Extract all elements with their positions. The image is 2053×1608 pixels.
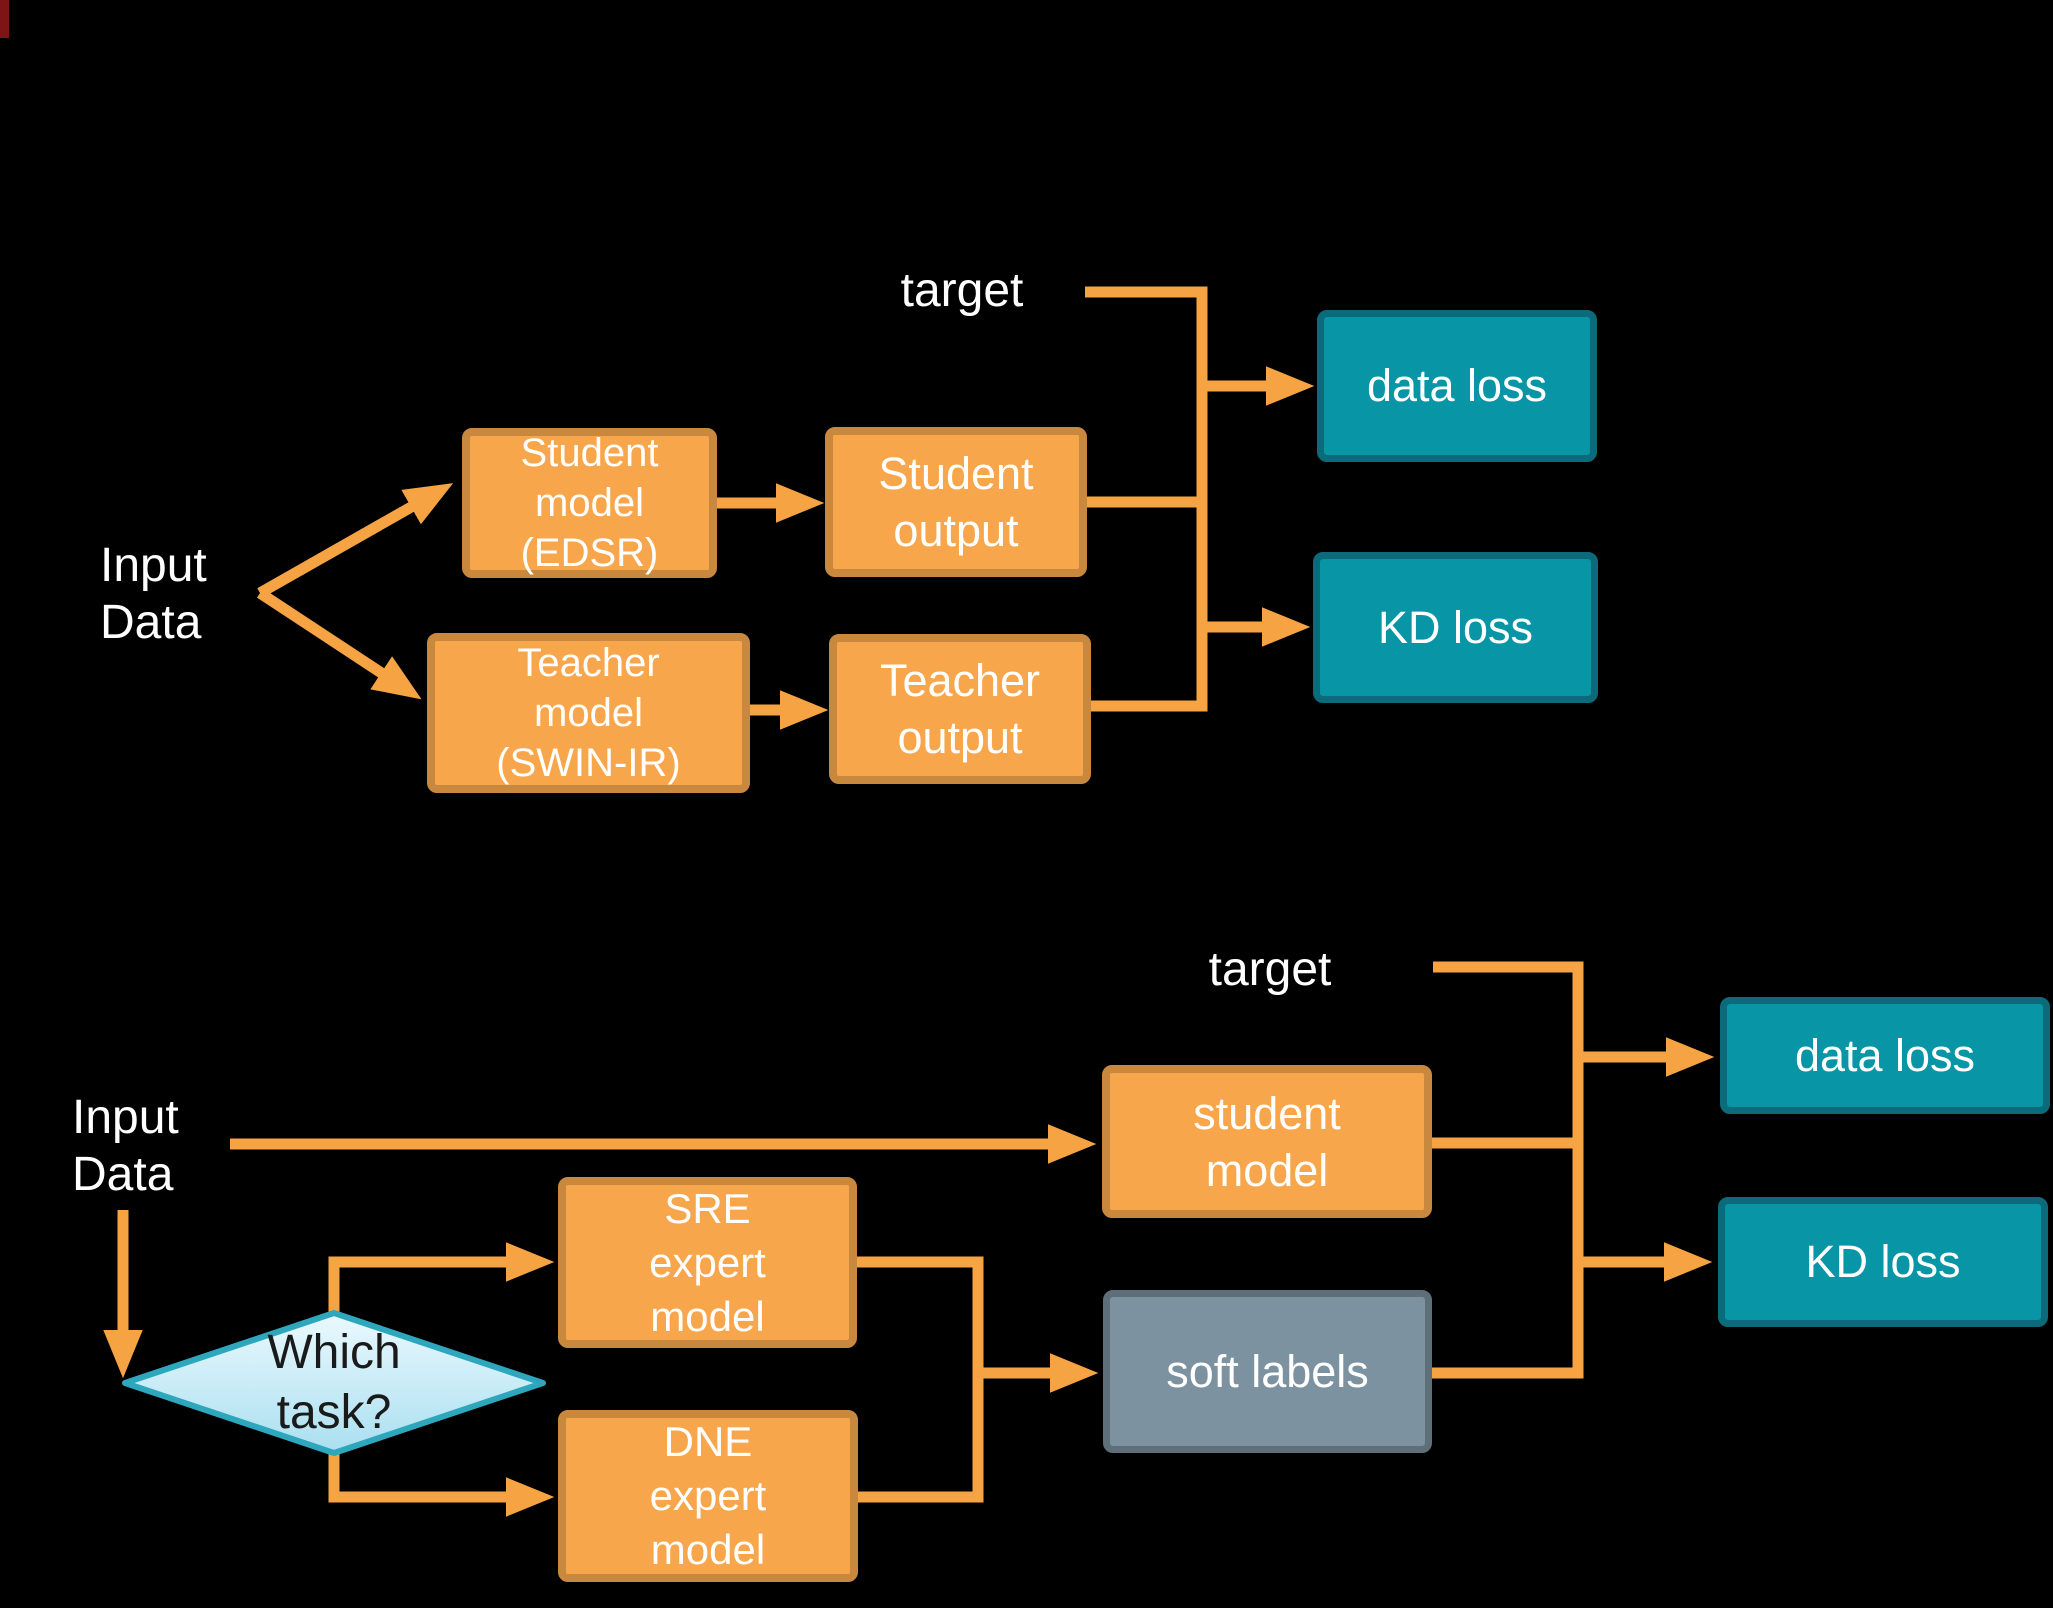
line-top-target-and-teacher-output-junction [1085, 286, 1208, 712]
top-kd-loss-box: KD loss [1313, 552, 1598, 703]
arrow-decision-to-sre-expert [328, 1242, 555, 1313]
bottom-target-label: target [1208, 943, 1332, 996]
top-target-label: target [900, 264, 1024, 317]
soft-labels-box: soft labels [1103, 1290, 1432, 1453]
top-teacher-output-box: Teacher output [829, 634, 1091, 784]
dne-expert-model-box: DNE expert model [558, 1410, 858, 1582]
top-data-loss-box: data loss [1317, 310, 1597, 462]
bottom-student-model-box: student model [1102, 1065, 1432, 1218]
line-experts-junction [857, 1256, 984, 1503]
sre-expert-model-box: SRE expert model [558, 1177, 857, 1348]
arrow-top-input-to-student-model [257, 483, 454, 598]
bottom-kd-loss-box: KD loss [1718, 1197, 2048, 1327]
top-student-model-box: Student model (EDSR) [462, 428, 717, 578]
line-bottom-target-and-soft-labels-junction [1432, 961, 1584, 1379]
top-input-data-label: Input Data [100, 539, 207, 649]
bottom-input-data-label: Input Data [72, 1091, 179, 1201]
top-student-output-box: Student output [825, 427, 1087, 577]
screen-edge-artifact [0, 0, 9, 38]
which-task-decision-label: Which task? [267, 1326, 401, 1439]
top-teacher-model-box: Teacher model (SWIN-IR) [427, 633, 750, 793]
arrow-top-input-to-teacher-model [256, 588, 422, 700]
bottom-data-loss-box: data loss [1720, 997, 2050, 1114]
arrow-decision-to-dne-expert [328, 1453, 555, 1517]
